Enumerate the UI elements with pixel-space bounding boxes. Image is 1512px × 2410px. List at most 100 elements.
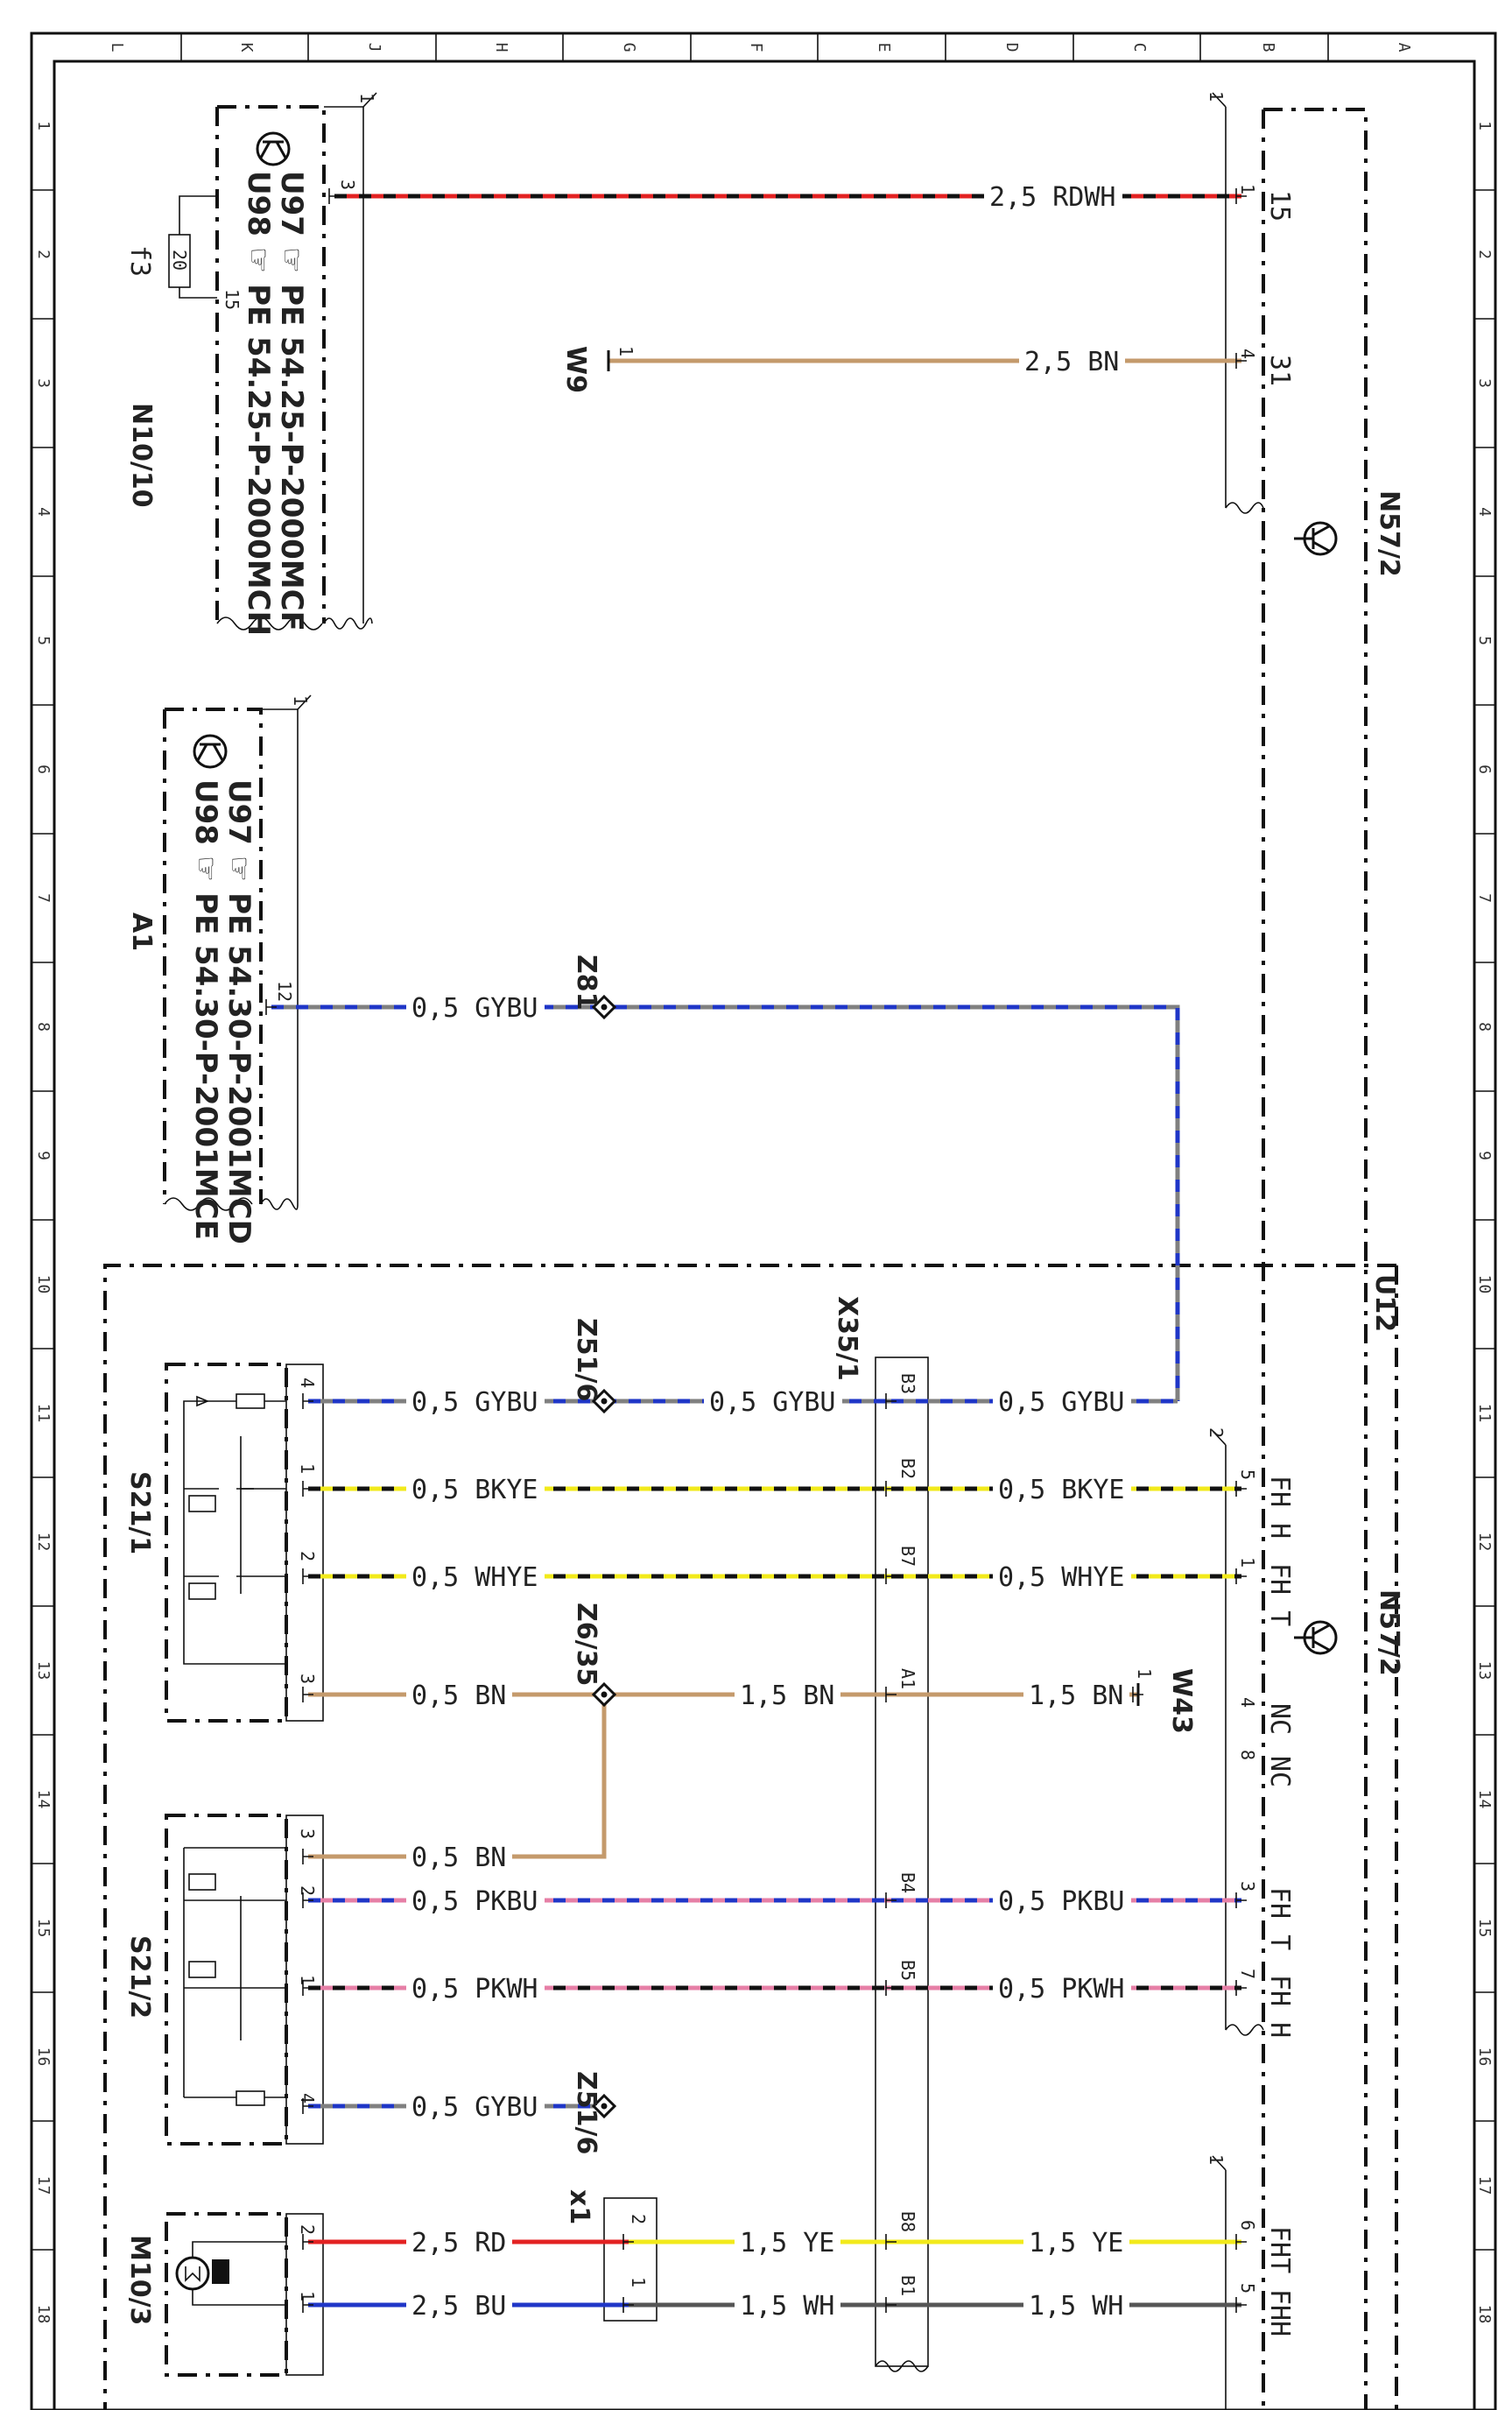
wire-wh_right: 1,5 WH: [891, 2291, 1241, 2322]
wire-s212_4-label-bg: [406, 2092, 545, 2120]
n57-2-pin-1: 1: [1237, 184, 1258, 194]
n57-2-pin-4: 4: [1237, 349, 1258, 359]
m10-3-motor: M10/3 2 1: [124, 2212, 324, 2377]
splice-z51-6-top-icon-dot: [601, 1398, 608, 1405]
wire-ye_right-label: 1,5 YE: [1029, 2228, 1123, 2258]
wire-bn_mid-label-bg: [735, 1681, 840, 1709]
wire-s211_4_mid: 0,5 GYBU: [604, 1387, 891, 1418]
wire-a1_gybu-stripe: [271, 1004, 1180, 1401]
pin-stub-6: [302, 1568, 313, 1584]
grid-row-right-4: 4: [1475, 507, 1494, 517]
wire-whye_right-label-bg: [993, 1562, 1131, 1590]
splice-z6-35-icon-dot: [601, 1691, 608, 1698]
wire-wh_left: 1,5 WH: [629, 2291, 891, 2322]
n57-2-pin-6: 6: [1237, 2220, 1258, 2230]
n57-2-ref-mid: 2: [1206, 1427, 1227, 1438]
n57-2-electronics-icon: [1294, 521, 1338, 556]
grid-row-right-12: 12: [1475, 1533, 1494, 1552]
grid-row-left-10: 10: [34, 1275, 53, 1294]
wire-ye_left-label-bg: [735, 2228, 840, 2256]
grid-col-C: C: [1130, 43, 1149, 53]
wire-ye_right: 1,5 YE: [891, 2228, 1241, 2258]
grid-row-right-16: 16: [1475, 2047, 1494, 2067]
grid-row-right-7: 7: [1475, 893, 1494, 903]
s21-1-pin-2: 2: [297, 1551, 318, 1561]
grid-col-K: K: [237, 43, 256, 53]
x35-1-pin-b1: B1: [897, 2275, 918, 2296]
n57-2-pin-1b: 1: [1237, 1557, 1258, 1568]
x1-label: x1: [564, 2189, 594, 2224]
wire-whye_left: 0,5 WHYE: [308, 1562, 891, 1593]
grid-col-H: H: [492, 43, 510, 53]
pin-stub-0: [328, 188, 340, 204]
a1-line1: U97 ☞ PE 54.30-P-2001MCD: [222, 779, 257, 1244]
wire-m_rd: 2,5 RD: [308, 2228, 629, 2258]
wire-s212_4: 0,5 GYBU: [308, 2092, 604, 2123]
s21-1-label: S21/1: [124, 1471, 155, 1554]
grid-col-A: A: [1395, 43, 1413, 53]
m10-3-pin-1: 1: [297, 2291, 318, 2301]
wire-bn_s212: 0,5 BN: [308, 1695, 607, 1873]
wire-w15: 2,5 RDWH: [334, 182, 1241, 213]
pin-stub-3: [265, 999, 277, 1015]
n10-10-pin-15: 15: [222, 289, 243, 310]
n10-10-ref: 1: [356, 93, 377, 103]
wire-s211_4_left-label: 0,5 GYBU: [411, 1387, 538, 1418]
n57-2-fht-2: FH T: [1264, 1887, 1295, 1950]
grid-row-left-3: 3: [34, 378, 53, 388]
grid-row-left-6: 6: [34, 765, 53, 774]
wire-pkbu_left-label-bg: [406, 1886, 545, 1914]
wire-a1_gybu-label: 0,5 GYBU: [411, 993, 538, 1024]
pin-stub-16: [302, 1892, 313, 1908]
w9-label: W9: [560, 346, 591, 393]
grid-row-left-14: 14: [34, 1790, 53, 1809]
u12-boundary: U12: [103, 1264, 1400, 2410]
s21-1-pin-4: 4: [297, 1378, 318, 1388]
wire-pkbu_right-label: 0,5 PKBU: [998, 1886, 1125, 1917]
grid-row-left-15: 15: [34, 1919, 53, 1938]
wire-ye_right-label-bg: [1023, 2228, 1129, 2256]
grid-row-right-15: 15: [1475, 1919, 1494, 1938]
splice-layer: [591, 994, 617, 2119]
pin-stub-27: [885, 2234, 897, 2250]
wire-pkwh_left-label-bg: [406, 1974, 545, 2002]
wire-m_rd-label: 2,5 RD: [411, 2228, 506, 2258]
wire-pkbu_right-label-bg: [993, 1886, 1131, 1914]
splice-z81-icon-dot: [601, 1004, 608, 1011]
n57-2-connectors: 1 2 1: [1206, 91, 1264, 2410]
wire-pkwh_left: 0,5 PKWH: [308, 1974, 891, 2005]
n57-2-pin-7: 7: [1237, 1969, 1258, 1979]
fuse-f3-label: f3: [124, 245, 155, 277]
wire-s211_4_left: 0,5 GYBU: [308, 1387, 604, 1418]
wire-bn_s212-label: 0,5 BN: [411, 1843, 506, 1873]
grid-row-right-14: 14: [1475, 1790, 1494, 1809]
grid-row-right-2: 2: [1475, 250, 1494, 259]
pin-stub-29: [1235, 2234, 1247, 2250]
a1-pin-12: 12: [274, 981, 295, 1002]
grid-row-left-12: 12: [34, 1533, 53, 1552]
pin-stub-15: [302, 1849, 313, 1864]
wire-bn_left-label: 0,5 BN: [411, 1681, 506, 1711]
a1-label: A1: [126, 913, 157, 951]
grid-row-left-8: 8: [34, 1022, 53, 1032]
wire-w31: 2,5 BN: [608, 347, 1241, 377]
n57-2-electronics-icon-2: [1294, 1620, 1338, 1655]
pin-stub-2: [1235, 353, 1247, 369]
s21-2-label: S21/2: [124, 1935, 155, 2019]
fuse-f3-value: 20: [169, 250, 190, 271]
a1-module: 1 U97 ☞ PE 54.30-P-2001MCD U98 ☞ PE 54.3…: [126, 694, 312, 1244]
wire-pkbu_right: 0,5 PKBU: [891, 1886, 1241, 1917]
wire-bn_right-label: 1,5 BN: [1029, 1681, 1123, 1711]
s21-1-contacts-icon: [183, 1393, 286, 1665]
grid-row-right-8: 8: [1475, 1022, 1494, 1032]
pin-stub-12: [1235, 1481, 1247, 1497]
grid-row-right-3: 3: [1475, 378, 1494, 388]
pin-stub-30: [1235, 2297, 1247, 2313]
x35-1-pin-b5: B5: [897, 1960, 918, 1981]
x35-1-pin-b8: B8: [897, 2211, 918, 2232]
wire-a1_gybu: 0,5 GYBU: [271, 993, 1180, 1401]
wire-bkye_right-label-bg: [993, 1475, 1131, 1503]
wire-s211_4_right: 0,5 GYBU: [891, 1387, 1178, 1418]
